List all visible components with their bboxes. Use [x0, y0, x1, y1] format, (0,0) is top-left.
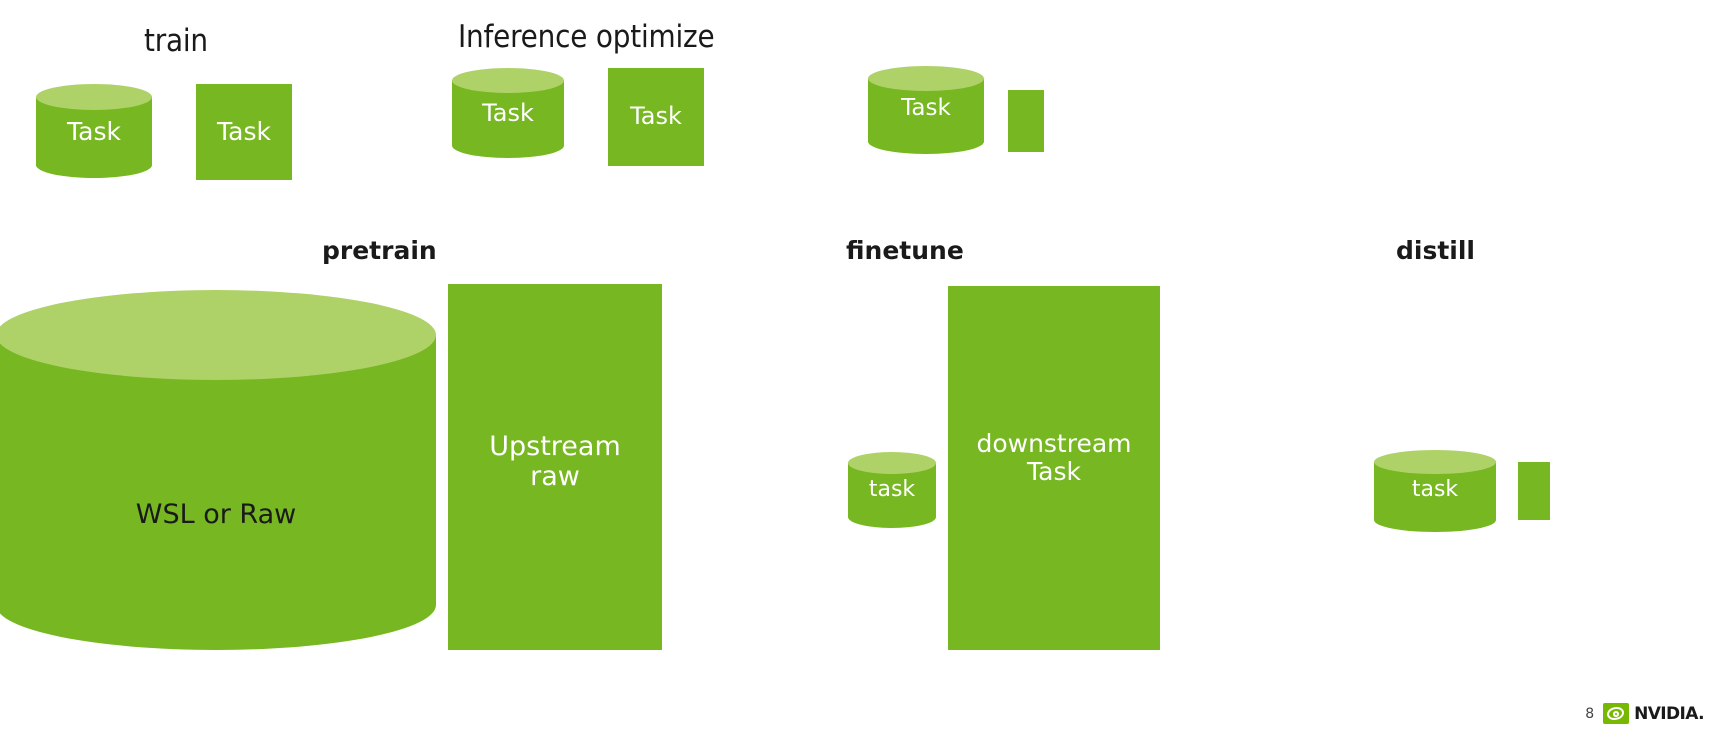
group-title-inference-optimize: Inference optimize	[458, 19, 715, 55]
cylinder-top-ellipse	[0, 290, 436, 380]
cylinder-bottom-ellipse	[868, 129, 984, 154]
cylinder-bottom-ellipse	[0, 560, 436, 650]
nvidia-wordmark: NVIDIA.	[1634, 704, 1704, 724]
nvidia-logo: NVIDIA.	[1603, 703, 1705, 724]
slide-footer: 8 NVIDIA.	[1585, 703, 1705, 724]
rect-label: Upstream raw	[489, 431, 621, 493]
cylinder-top-ellipse	[1374, 450, 1496, 474]
rect-pretrain-upstream-raw: Upstream raw	[448, 284, 662, 650]
cylinder-bottom-ellipse	[452, 133, 564, 158]
cylinder-bottom-ellipse	[1374, 508, 1496, 532]
rect-label: Task	[630, 102, 682, 130]
group-title-pretrain: pretrain	[322, 236, 437, 265]
cylinder-pretrain-wsl-raw: WSL or Raw	[0, 290, 436, 650]
cylinder-top-ellipse	[848, 452, 936, 474]
rect-finetune-downstream-task: downstream Task	[948, 286, 1160, 650]
nvidia-eye-icon	[1603, 703, 1630, 724]
nvidia-wordmark-dot: .	[1698, 703, 1704, 724]
rect-distill-small	[1518, 462, 1550, 520]
nvidia-wordmark-text: NVIDIA	[1634, 703, 1699, 724]
cylinder-top-ellipse	[36, 84, 152, 110]
cylinder-bottom-ellipse	[848, 506, 936, 528]
page-number: 8	[1585, 705, 1595, 722]
cylinder-distill-task: task	[1374, 450, 1496, 532]
rect-label: downstream Task	[976, 429, 1132, 486]
cylinder-top-ellipse	[452, 68, 564, 93]
cylinder-train-task: Task	[36, 84, 152, 178]
cylinder-inference-task: Task	[452, 68, 564, 158]
rect-label: Task	[217, 117, 271, 146]
group-title-train: train	[144, 23, 208, 59]
rect-inference-task: Task	[608, 68, 704, 166]
cylinder-third-task: Task	[868, 66, 984, 154]
rect-train-task: Task	[196, 84, 292, 180]
cylinder-finetune-task: task	[848, 452, 936, 528]
rect-third-small	[1008, 90, 1044, 152]
group-title-distill: distill	[1396, 236, 1476, 265]
group-title-finetune: finetune	[846, 236, 964, 265]
cylinder-top-ellipse	[868, 66, 984, 91]
cylinder-bottom-ellipse	[36, 152, 152, 178]
